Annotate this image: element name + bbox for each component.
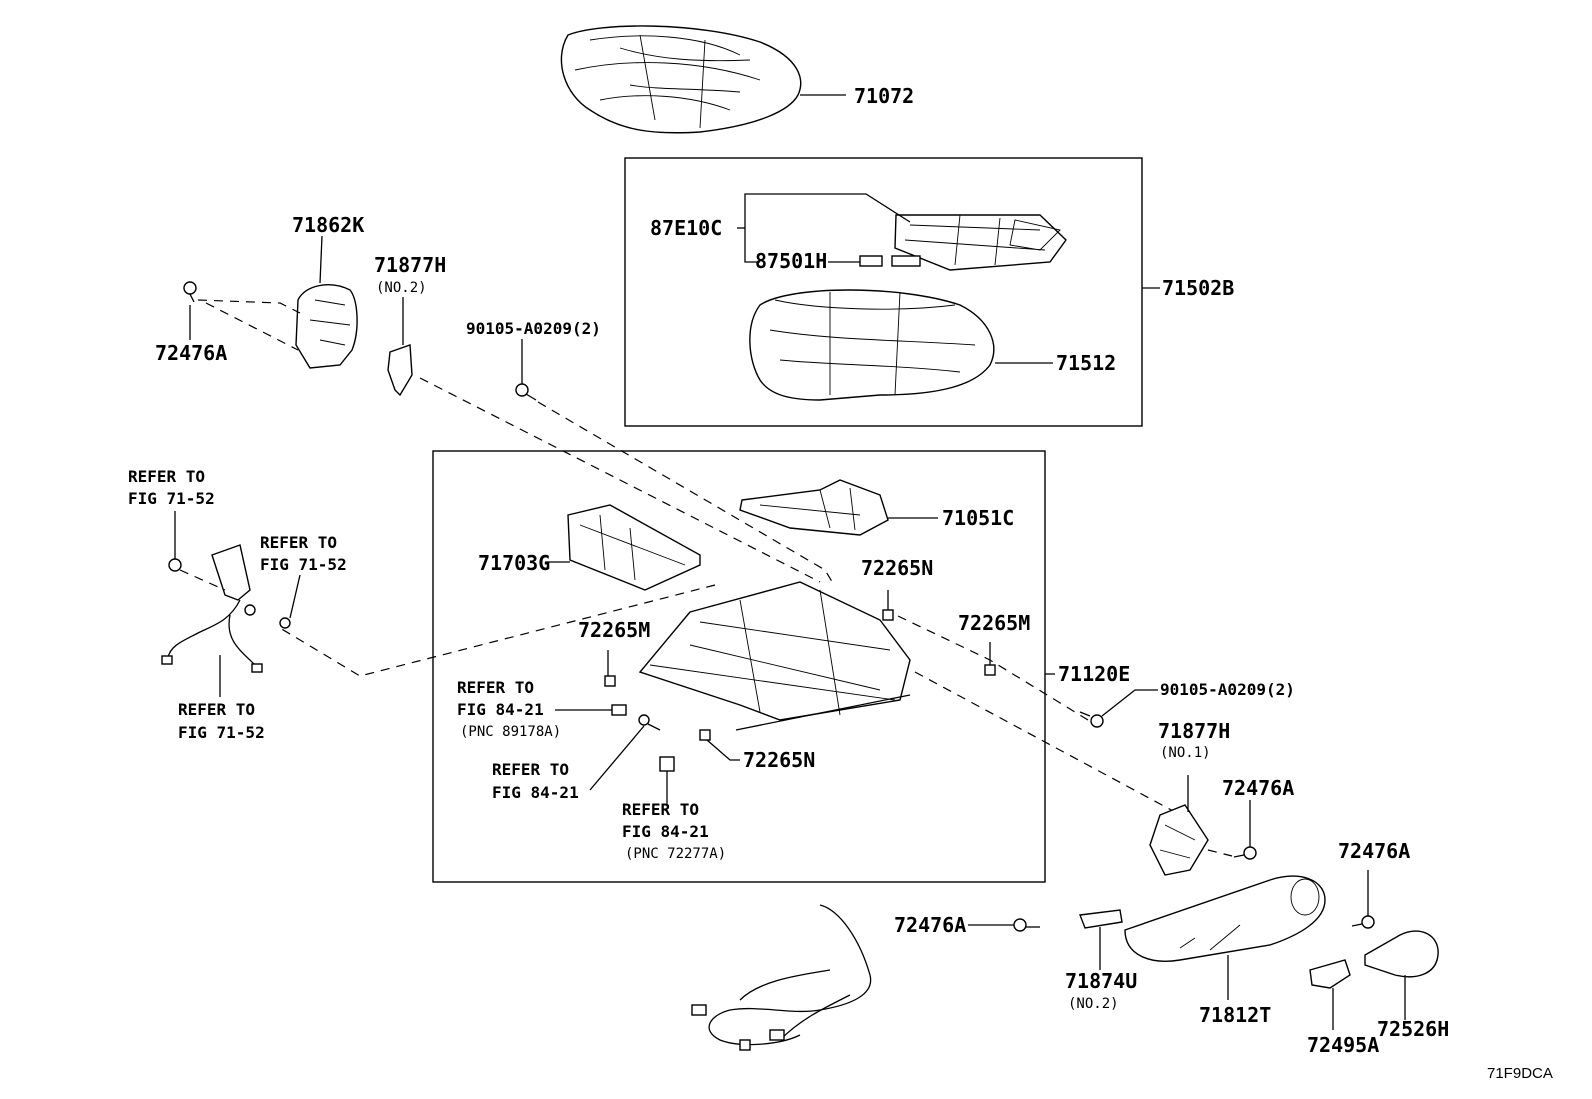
label-71051C: 71051C bbox=[942, 506, 1014, 530]
label-refer-e1: REFER TO bbox=[492, 760, 569, 779]
bolt-84-21 bbox=[638, 714, 661, 731]
label-no2-a: (NO.2) bbox=[376, 280, 427, 296]
label-refer-d2: FIG 84-21 bbox=[457, 700, 544, 719]
label-refer-c1: REFER TO bbox=[178, 700, 255, 719]
label-refer-b1: REFER TO bbox=[260, 533, 337, 552]
screw-72476A-d bbox=[1013, 918, 1040, 932]
leader-refer-e bbox=[589, 725, 645, 791]
dash-90105-a bbox=[537, 401, 835, 586]
part-71051C bbox=[739, 479, 889, 536]
wire-harness-part bbox=[691, 904, 872, 1051]
label-refer-b2: FIG 71-52 bbox=[260, 555, 347, 574]
label-refer-d3: (PNC 89178A) bbox=[460, 724, 561, 740]
dash-71862K-screw bbox=[197, 299, 301, 351]
side-shield-71812T-part bbox=[1124, 875, 1326, 962]
leader-72265N-b bbox=[706, 739, 740, 761]
label-90105-top: 90105-A0209(2) bbox=[466, 319, 601, 338]
label-no2-c: (NO.2) bbox=[1068, 996, 1119, 1012]
leader-90105-b bbox=[1101, 689, 1158, 717]
label-87501H: 87501H bbox=[755, 249, 827, 273]
seat-cushion-assembly-box bbox=[624, 157, 1143, 427]
label-71862K: 71862K bbox=[292, 213, 364, 237]
label-72495A: 72495A bbox=[1307, 1033, 1379, 1057]
label-71512: 71512 bbox=[1056, 351, 1116, 375]
screw-72476A-left bbox=[183, 281, 197, 303]
label-72526H: 72526H bbox=[1377, 1017, 1449, 1041]
seat-frame-part bbox=[638, 581, 911, 731]
label-72476A-c: 72476A bbox=[1338, 839, 1410, 863]
label-71877H-no1: 71877H bbox=[1158, 719, 1230, 743]
label-71877H-no2: 71877H bbox=[374, 253, 446, 277]
seat-cover-part bbox=[560, 25, 802, 134]
label-72265M-b: 72265M bbox=[958, 611, 1030, 635]
bolt-90105-right bbox=[1079, 711, 1104, 728]
part-71703G bbox=[567, 504, 701, 591]
clip-72265N-top bbox=[882, 609, 894, 621]
dash-buckle bbox=[179, 569, 226, 591]
screw-72476A-c bbox=[1351, 915, 1375, 929]
part-71874U bbox=[1079, 909, 1123, 929]
dash-71877H-a bbox=[419, 377, 821, 583]
nut-refer-b bbox=[279, 617, 291, 629]
occupant-sensor-mat-part bbox=[859, 214, 1067, 271]
label-no1: (NO.1) bbox=[1160, 745, 1211, 761]
label-71072: 71072 bbox=[854, 84, 914, 108]
knob-72526H-part bbox=[1364, 930, 1439, 978]
leader-87E10C bbox=[744, 193, 911, 228]
nut-refer-a bbox=[168, 558, 182, 572]
label-72476A-b: 72476A bbox=[1222, 776, 1294, 800]
label-refer-f3: (PNC 72277A) bbox=[625, 846, 726, 862]
seat-frame-assembly-box bbox=[432, 450, 1046, 883]
diagram-code: 71F9DCA bbox=[1487, 1065, 1553, 1082]
side-cover-part bbox=[295, 284, 358, 369]
label-71502B: 71502B bbox=[1162, 276, 1234, 300]
label-87E10C: 87E10C bbox=[650, 216, 722, 240]
label-refer-a2: FIG 71-52 bbox=[128, 489, 215, 508]
bracket-71877H-no2-part bbox=[387, 344, 413, 397]
label-72265M-a: 72265M bbox=[578, 618, 650, 642]
clip-72265M-left bbox=[604, 675, 616, 687]
label-refer-a1: REFER TO bbox=[128, 467, 205, 486]
label-71812T: 71812T bbox=[1199, 1003, 1271, 1027]
seat-belt-buckle-part bbox=[161, 544, 263, 673]
clip-72265N-bottom bbox=[699, 729, 711, 741]
label-refer-f1: REFER TO bbox=[622, 800, 699, 819]
label-refer-d1: REFER TO bbox=[457, 678, 534, 697]
label-refer-e2: FIG 84-21 bbox=[492, 783, 579, 802]
screw-72476A-b bbox=[1233, 846, 1257, 860]
part-89178A bbox=[611, 704, 627, 716]
seat-cushion-pad-part bbox=[749, 289, 995, 401]
label-71874U: 71874U bbox=[1065, 969, 1137, 993]
label-71703G: 71703G bbox=[478, 551, 550, 575]
bracket-71877H-no1-part bbox=[1149, 804, 1209, 876]
label-72476A-left: 72476A bbox=[155, 341, 227, 365]
lever-72495A-part bbox=[1309, 959, 1351, 989]
label-72476A-d: 72476A bbox=[894, 913, 966, 937]
label-72265N-a: 72265N bbox=[861, 556, 933, 580]
clip-72265M-right bbox=[984, 664, 996, 676]
label-71120E: 71120E bbox=[1058, 662, 1130, 686]
bolt-90105-top bbox=[515, 383, 537, 401]
leader-71862K bbox=[319, 235, 323, 284]
part-72277A bbox=[659, 756, 675, 772]
leader-refer-b bbox=[289, 574, 301, 619]
label-90105-right: 90105-A0209(2) bbox=[1160, 680, 1295, 699]
label-refer-f2: FIG 84-21 bbox=[622, 822, 709, 841]
label-refer-c2: FIG 71-52 bbox=[178, 723, 265, 742]
label-72265N-b: 72265N bbox=[743, 748, 815, 772]
dash-71877H-b bbox=[1207, 849, 1233, 857]
leader-87501H bbox=[744, 228, 760, 263]
dash-clips bbox=[897, 615, 1176, 813]
